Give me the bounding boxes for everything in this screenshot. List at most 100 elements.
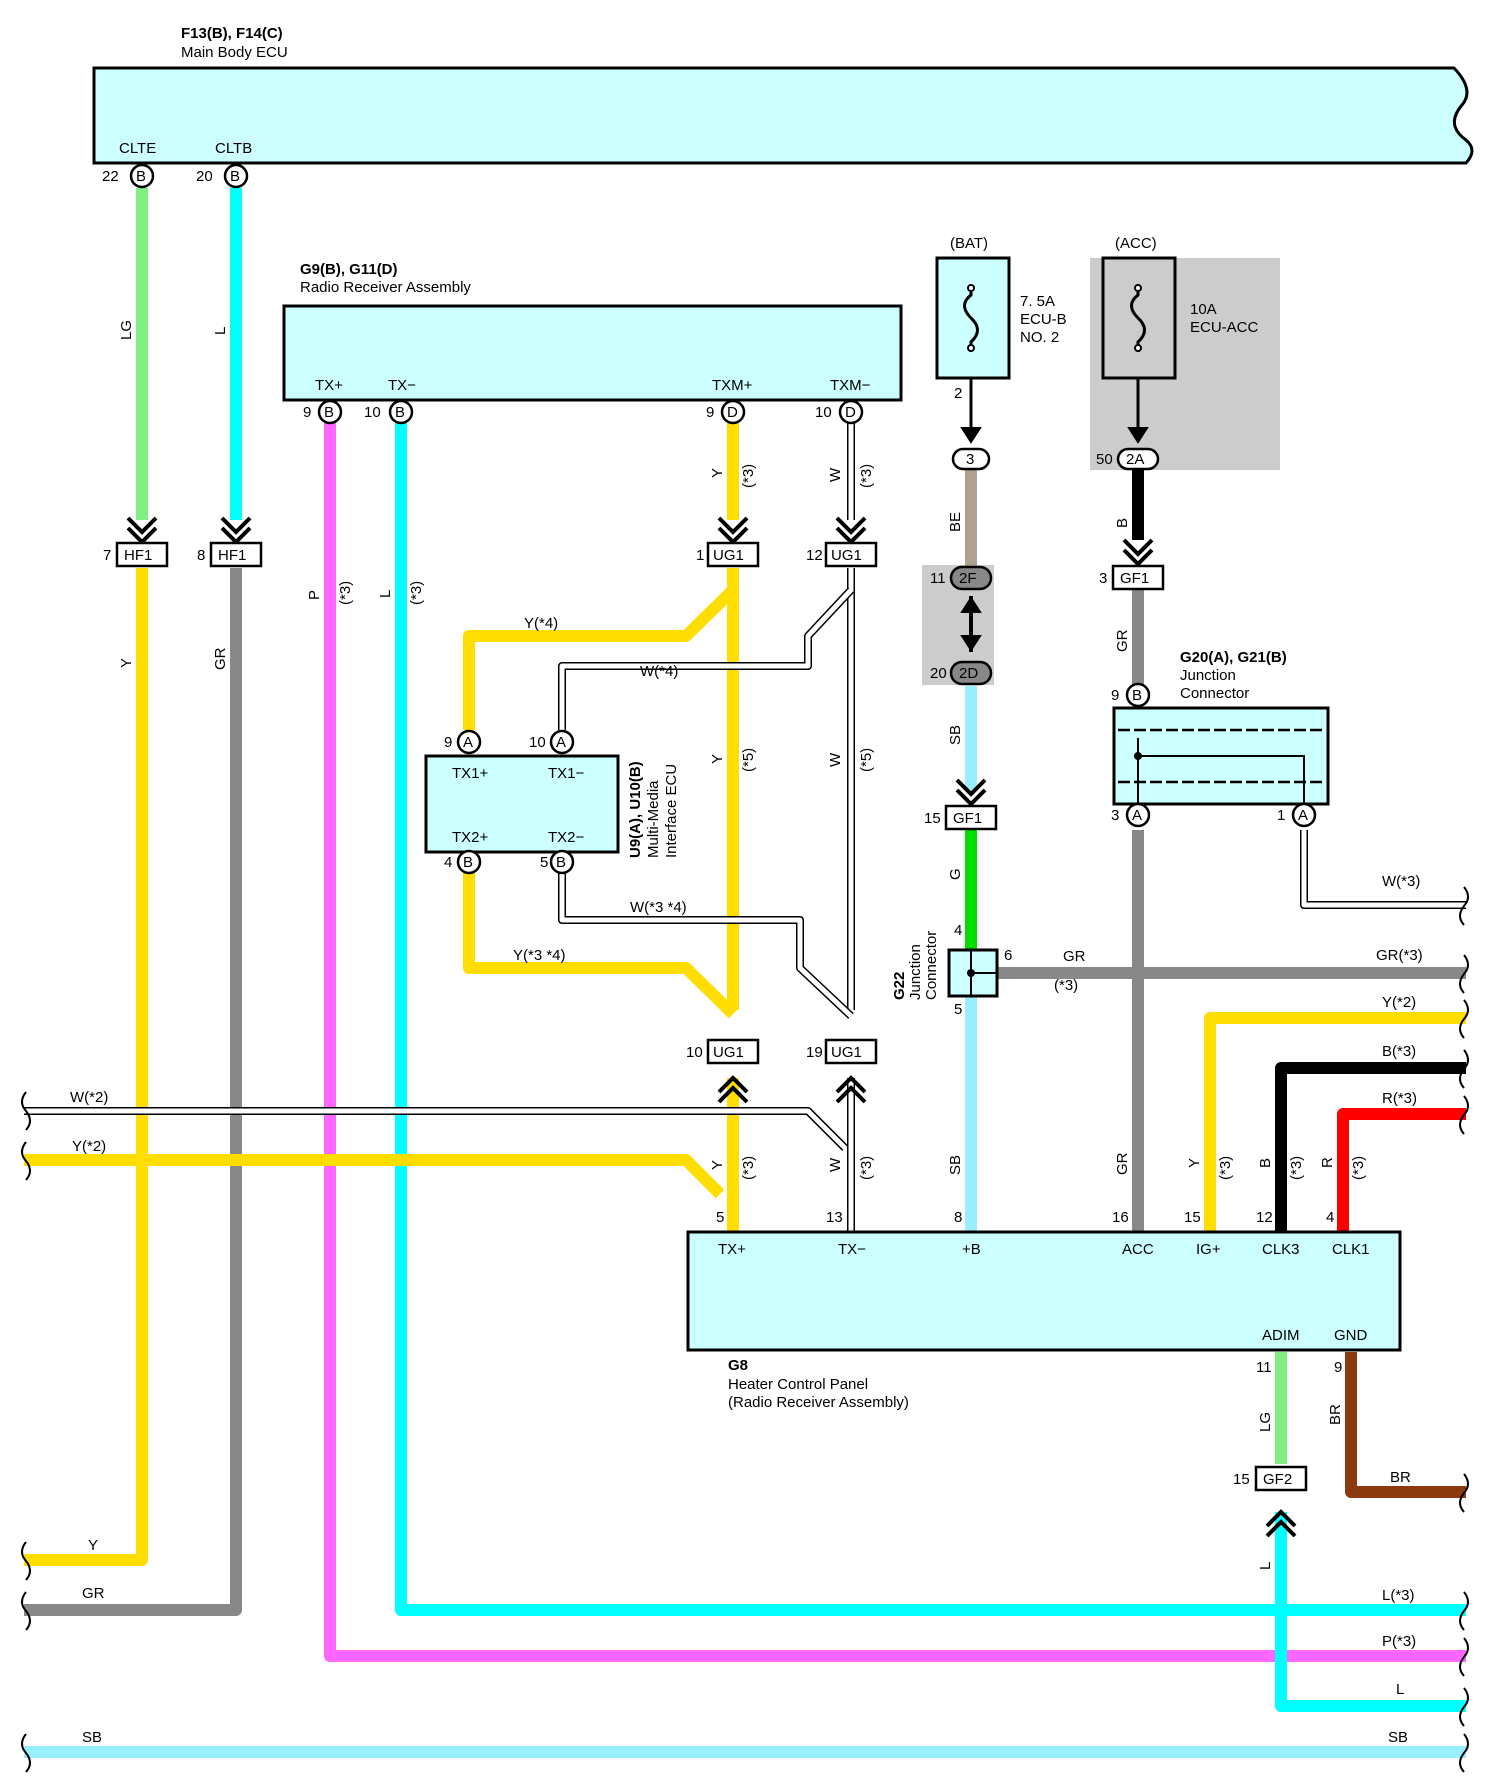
svg-text:Y: Y xyxy=(709,468,726,478)
connector-ug1-1: UG1 xyxy=(706,541,760,568)
svg-text:GR: GR xyxy=(82,1585,105,1602)
chevron-down-icon xyxy=(1122,538,1154,567)
chevron-down-icon xyxy=(717,516,749,545)
pin-tx-minus: B xyxy=(388,399,414,425)
svg-text:Y(*3 *4): Y(*3 *4) xyxy=(513,947,566,964)
svg-text:3: 3 xyxy=(1099,570,1107,587)
svg-text:SB: SB xyxy=(947,725,964,745)
wire-w-star4-fill xyxy=(559,588,853,730)
svg-text:10: 10 xyxy=(529,734,546,751)
svg-text:11: 11 xyxy=(930,570,946,587)
svg-text:11: 11 xyxy=(1256,1359,1272,1376)
chevron-up-icon xyxy=(1265,1509,1297,1538)
svg-text:A: A xyxy=(463,734,473,751)
wire-gf2-l xyxy=(1275,1512,1466,1712)
svg-text:4: 4 xyxy=(444,854,452,871)
pin-tx1-minus: A xyxy=(549,729,575,755)
svg-text:5: 5 xyxy=(716,1209,724,1226)
inline-connectors: HF1 HF1 UG1 UG1 UG1 UG1 GF1 GF1 GF2 3 2A… xyxy=(115,427,1308,1538)
svg-text:1: 1 xyxy=(1277,807,1285,824)
svg-text:L: L xyxy=(212,327,229,335)
terminal-g8-clk3: CLK3 xyxy=(1262,1241,1300,1258)
svg-text:GF2: GF2 xyxy=(1263,1471,1292,1488)
svg-text:20: 20 xyxy=(930,665,947,682)
pin-circles: B B B B D D A A B B B A A xyxy=(129,163,1317,875)
svg-text:13: 13 xyxy=(826,1209,843,1226)
junction-g22-name1: Junction xyxy=(907,944,924,1000)
terminal-tx2-minus: TX2− xyxy=(548,829,585,846)
junction-g20-name1: Junction xyxy=(1180,667,1236,684)
wire-end-marks xyxy=(21,886,1469,1773)
connector-ug1-19: UG1 xyxy=(824,1038,878,1065)
svg-text:UG1: UG1 xyxy=(831,1044,862,1061)
svg-text:UG1: UG1 xyxy=(713,547,744,564)
svg-text:SB: SB xyxy=(82,1729,102,1746)
terminal-g8-adim: ADIM xyxy=(1262,1327,1300,1344)
svg-text:8: 8 xyxy=(197,547,205,564)
fuse-icon xyxy=(963,285,979,352)
svg-text:B: B xyxy=(230,168,240,185)
connector-3: 3 xyxy=(951,447,991,471)
multimedia-ecu-code: U9(A), U10(B) xyxy=(627,761,644,858)
svg-text:UG1: UG1 xyxy=(831,547,862,564)
terminal-tx1-minus: TX1− xyxy=(548,765,585,782)
multimedia-ecu-name2: Interface ECU xyxy=(663,764,680,858)
multimedia-interface-ecu: TX1+ TX1− TX2+ TX2− U9(A), U10(B) Multi-… xyxy=(424,754,680,858)
junction-g22-name2: Connector xyxy=(923,931,940,1000)
svg-text:P(*3): P(*3) xyxy=(1382,1633,1416,1650)
pin-g20-a1: A xyxy=(1291,802,1317,828)
svg-text:15: 15 xyxy=(1184,1209,1201,1226)
svg-text:(*5): (*5) xyxy=(858,748,875,772)
connector-gf1-15: GF1 xyxy=(944,804,998,831)
svg-text:Y: Y xyxy=(118,658,135,668)
svg-text:16: 16 xyxy=(1112,1209,1129,1226)
svg-text:L: L xyxy=(1396,1681,1404,1698)
svg-text:(*3): (*3) xyxy=(1054,977,1078,994)
svg-text:(*3): (*3) xyxy=(1350,1156,1367,1180)
terminal-clte: CLTE xyxy=(119,140,156,157)
svg-text:12: 12 xyxy=(806,547,823,564)
svg-text:P: P xyxy=(306,590,323,600)
terminal-g8-clk1: CLK1 xyxy=(1332,1241,1370,1258)
svg-text:B: B xyxy=(1114,518,1131,528)
wire-hf1-8-gr xyxy=(24,568,242,1616)
main-body-ecu: F13(B), F14(C) Main Body ECU CLTE CLTB xyxy=(92,25,1474,165)
svg-text:Y(*4): Y(*4) xyxy=(524,615,558,632)
svg-text:R: R xyxy=(1319,1157,1336,1168)
chevron-down-icon xyxy=(126,516,158,545)
bat-fuse-name1: ECU-B xyxy=(1020,311,1067,328)
acc-fuse-amp: 10A xyxy=(1190,301,1217,318)
svg-text:GR: GR xyxy=(1114,1152,1131,1175)
svg-text:9: 9 xyxy=(303,404,311,421)
connector-2f: 2F xyxy=(949,565,993,591)
svg-text:10: 10 xyxy=(815,404,832,421)
svg-text:LG: LG xyxy=(118,320,135,340)
svg-text:(*5): (*5) xyxy=(740,748,757,772)
junction-connector-g22: G22 Junction Connector xyxy=(891,931,999,1000)
wire-tx-minus-l xyxy=(395,422,1466,1616)
terminal-tx1-plus: TX1+ xyxy=(452,765,489,782)
svg-text:10: 10 xyxy=(364,404,381,421)
svg-text:Y: Y xyxy=(709,754,726,764)
svg-text:SB: SB xyxy=(1388,1729,1408,1746)
svg-text:GR: GR xyxy=(1063,948,1086,965)
svg-text:A: A xyxy=(1132,807,1142,824)
svg-text:HF1: HF1 xyxy=(124,547,152,564)
radio-receiver-code: G9(B), G11(D) xyxy=(300,261,398,278)
heater-panel-name2: (Radio Receiver Assembly) xyxy=(728,1394,909,1411)
svg-text:3: 3 xyxy=(966,451,974,468)
svg-text:19: 19 xyxy=(806,1044,823,1061)
svg-text:15: 15 xyxy=(924,810,941,827)
connector-gf1-3: GF1 xyxy=(1111,564,1165,591)
svg-text:L: L xyxy=(1257,1562,1274,1570)
chevron-down-icon xyxy=(955,778,987,807)
svg-text:GF1: GF1 xyxy=(1120,570,1149,587)
radio-receiver-assembly: G9(B), G11(D) Radio Receiver Assembly TX… xyxy=(282,261,903,402)
svg-text:2F: 2F xyxy=(959,570,977,587)
junction-g22-code: G22 xyxy=(891,972,908,1000)
wire-clk1-r xyxy=(1337,1108,1466,1232)
svg-text:7: 7 xyxy=(103,547,111,564)
pin-tx-plus: B xyxy=(317,399,343,425)
connector-ug1-10: UG1 xyxy=(706,1038,760,1065)
svg-text:1: 1 xyxy=(696,547,704,564)
